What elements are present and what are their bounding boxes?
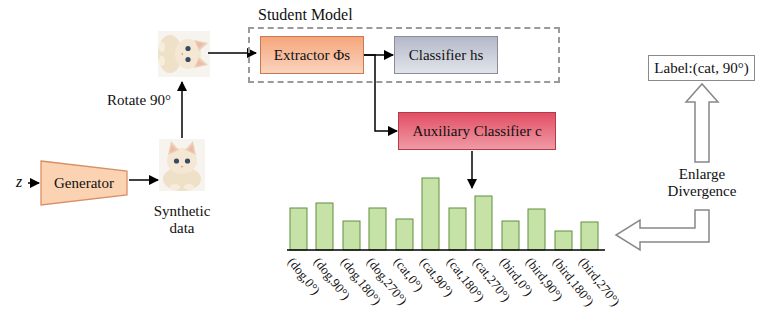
connector-arrow	[364, 55, 397, 131]
synthetic-cat-image	[159, 139, 205, 191]
box-label: Generator	[54, 175, 114, 192]
divergence-label: Enlarge Divergence	[657, 166, 747, 199]
label-box: Label:(cat, 90°)	[648, 55, 755, 81]
input-symbol: z	[16, 173, 22, 191]
classifier-box: Classifier hs	[394, 36, 498, 74]
rotated-cat-image	[158, 31, 210, 77]
rotate-label: Rotate 90°	[107, 92, 171, 109]
student-model-group: Student ModelExtractor ΦsClassifier hs	[248, 27, 560, 83]
chart-baseline	[287, 249, 605, 251]
output-arrow	[471, 151, 473, 188]
box-label: Auxiliary Classifier c	[412, 123, 541, 140]
box-label: Classifier hs	[409, 47, 484, 64]
image-caption: Synthetic data	[150, 203, 214, 236]
extractor-box: Extractor Φs	[260, 36, 364, 74]
group-heading: Student Model	[258, 6, 353, 24]
hollow-arrow-up	[686, 84, 718, 162]
generate-arrow	[129, 179, 158, 181]
auxiliary-classifier-box: Auxiliary Classifier c	[398, 112, 556, 150]
box-label: Extractor Φs	[274, 47, 350, 64]
trapezoid-shape	[41, 161, 127, 205]
rotate-arrow	[181, 82, 183, 138]
hollow-arrow-left	[616, 210, 709, 250]
input-arrow	[28, 182, 39, 184]
bar-chart	[290, 178, 598, 250]
generator-trapezoid: Generator	[40, 160, 128, 206]
box-label: Label:(cat, 90°)	[654, 60, 748, 77]
